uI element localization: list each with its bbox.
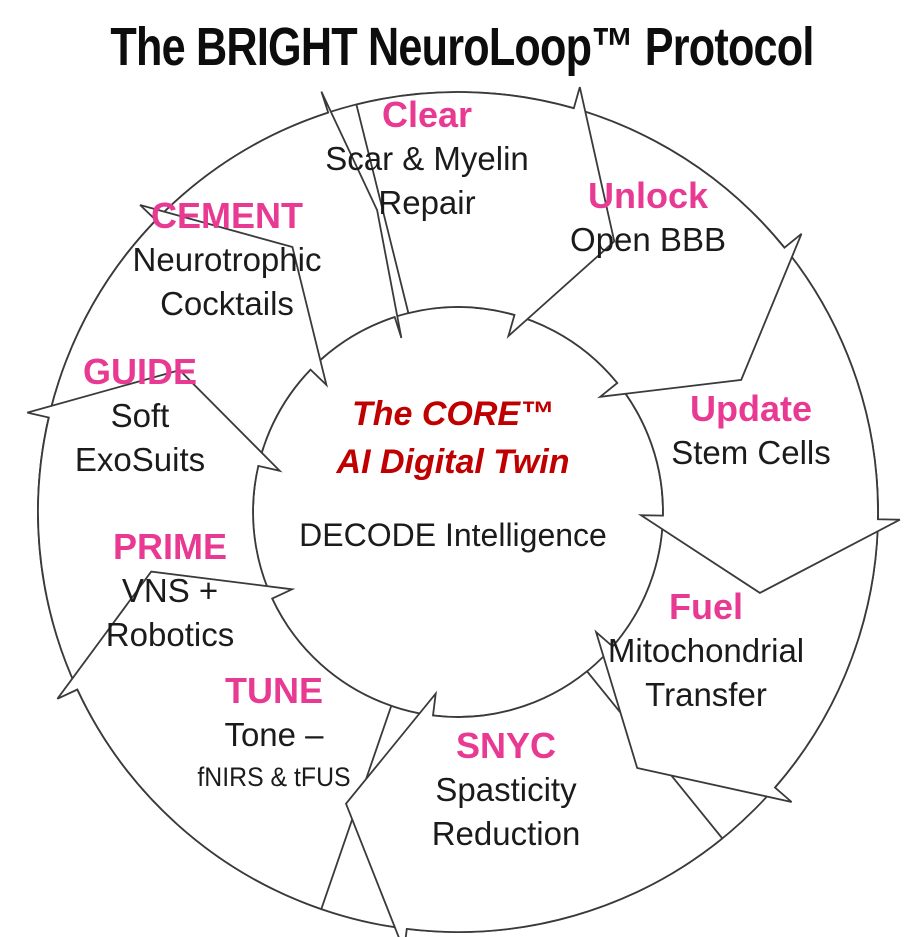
step-line: Repair [378, 184, 476, 221]
step-line: VNS + [121, 572, 219, 609]
diagram-title: The BRIGHT NeuroLoop™ Protocol [23, 18, 902, 76]
step-label-tune: TUNE [225, 670, 323, 711]
step-label-snyc: SNYC [455, 725, 557, 766]
cycle-step-fuel: Fuel Mitochondrial Transfer [608, 587, 804, 717]
step-line: Mitochondrial [607, 632, 805, 669]
cycle-step-update: Update Stem Cells [671, 389, 831, 475]
cycle-step-unlock: Unlock Open BBB [570, 176, 726, 262]
step-line: Stem Cells [671, 434, 831, 471]
step-label-clear: Clear [381, 94, 473, 135]
arrow-clear [355, 86, 616, 339]
core-center: The CORE™ AI Digital Twin DECODE Intelli… [299, 390, 607, 557]
arrow-tune [56, 570, 393, 911]
step-line: Reduction [431, 815, 581, 852]
diagram-title-text: The BRIGHT NeuroLoop™ Protocol [110, 17, 814, 77]
step-line: Soft [110, 397, 170, 434]
core-subtitle: DECODE Intelligence [299, 517, 607, 553]
cycle-step-snyc: SNYC Spasticity Reduction [432, 726, 581, 856]
step-line: Transfer [645, 676, 767, 713]
step-line: Neurotrophic [132, 241, 322, 278]
cycle-step-prime: PRIME VNS + Robotics [106, 527, 234, 657]
step-line: Robotics [105, 616, 235, 653]
cycle-step-guide: GUIDE Soft ExoSuits [75, 352, 205, 482]
step-line: Scar & Myelin [325, 140, 529, 177]
cycle-step-clear: Clear Scar & Myelin Repair [325, 95, 529, 225]
step-line: Cocktails [160, 285, 294, 322]
cycle-step-tune: TUNE Tone – fNIRS & tFUS [191, 671, 358, 797]
step-label-unlock: Unlock [587, 175, 709, 216]
step-line: Spasticity [435, 771, 577, 808]
core-title-line2: AI Digital Twin [336, 443, 570, 481]
step-line: Open BBB [570, 221, 726, 258]
step-label-prime: PRIME [112, 526, 228, 567]
core-title-line1: The CORE™ [351, 395, 555, 433]
step-line: ExoSuits [74, 441, 206, 478]
step-label-update: Update [689, 388, 813, 429]
step-label-fuel: Fuel [668, 586, 744, 627]
step-line: Tone – [224, 716, 324, 753]
step-label-cement: CEMENT [151, 195, 303, 236]
step-label-guide: GUIDE [82, 351, 198, 392]
step-line: fNIRS & tFUS [197, 762, 351, 792]
cycle-step-cement: CEMENT Neurotrophic Cocktails [133, 196, 322, 326]
